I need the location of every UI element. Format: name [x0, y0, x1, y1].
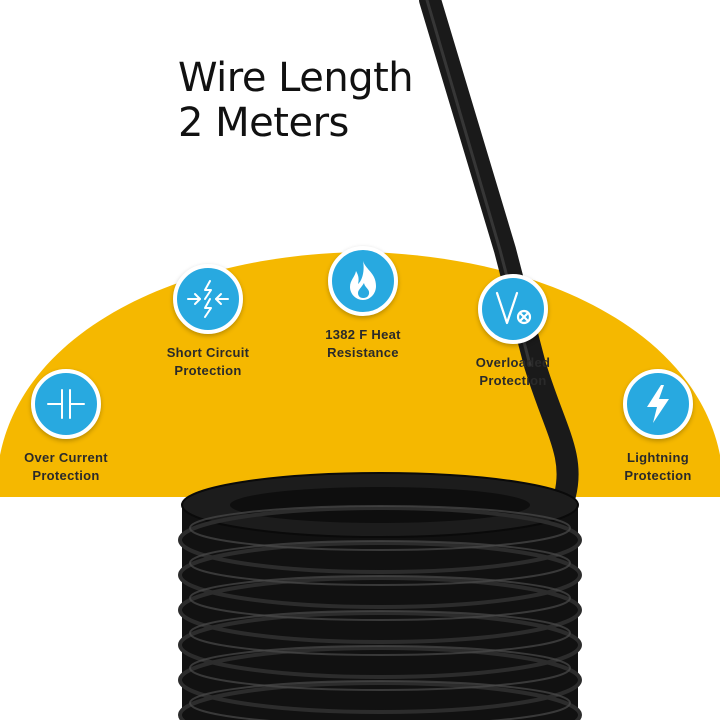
short-circuit-badge: [173, 264, 243, 334]
flame-icon: [350, 261, 376, 300]
overloaded-badge: [478, 274, 548, 344]
feature-overloaded: Overloaded Protection: [428, 274, 598, 390]
over-current-badge: [31, 369, 101, 439]
overload-icon: [495, 291, 532, 325]
wire-length-headline: Wire Length 2 Meters: [178, 55, 414, 146]
headline-line-1: Wire Length: [178, 55, 414, 101]
short-circuit-icon: [187, 280, 229, 318]
coiled-cable: [178, 472, 582, 720]
lightning-label: Lightning Protection: [624, 450, 692, 483]
current-icon: [47, 389, 85, 419]
short-circuit-label: Short Circuit Protection: [166, 345, 250, 378]
overloaded-label: Overloaded Protection: [475, 355, 551, 388]
feature-over-current: Over Current Protection: [0, 369, 151, 485]
over-current-label: Over Current Protection: [24, 450, 108, 483]
lightning-badge: [623, 369, 693, 439]
heat-resistance-label: 1382 F Heat Resistance: [325, 327, 401, 360]
headline-line-2: 2 Meters: [178, 100, 349, 146]
feature-heat-resistance: 1382 F Heat Resistance: [278, 246, 448, 362]
heat-resistance-badge: [328, 246, 398, 316]
feature-short-circuit: Short Circuit Protection: [123, 264, 293, 380]
lightning-icon: [647, 385, 669, 423]
feature-lightning: Lightning Protection: [573, 369, 720, 485]
